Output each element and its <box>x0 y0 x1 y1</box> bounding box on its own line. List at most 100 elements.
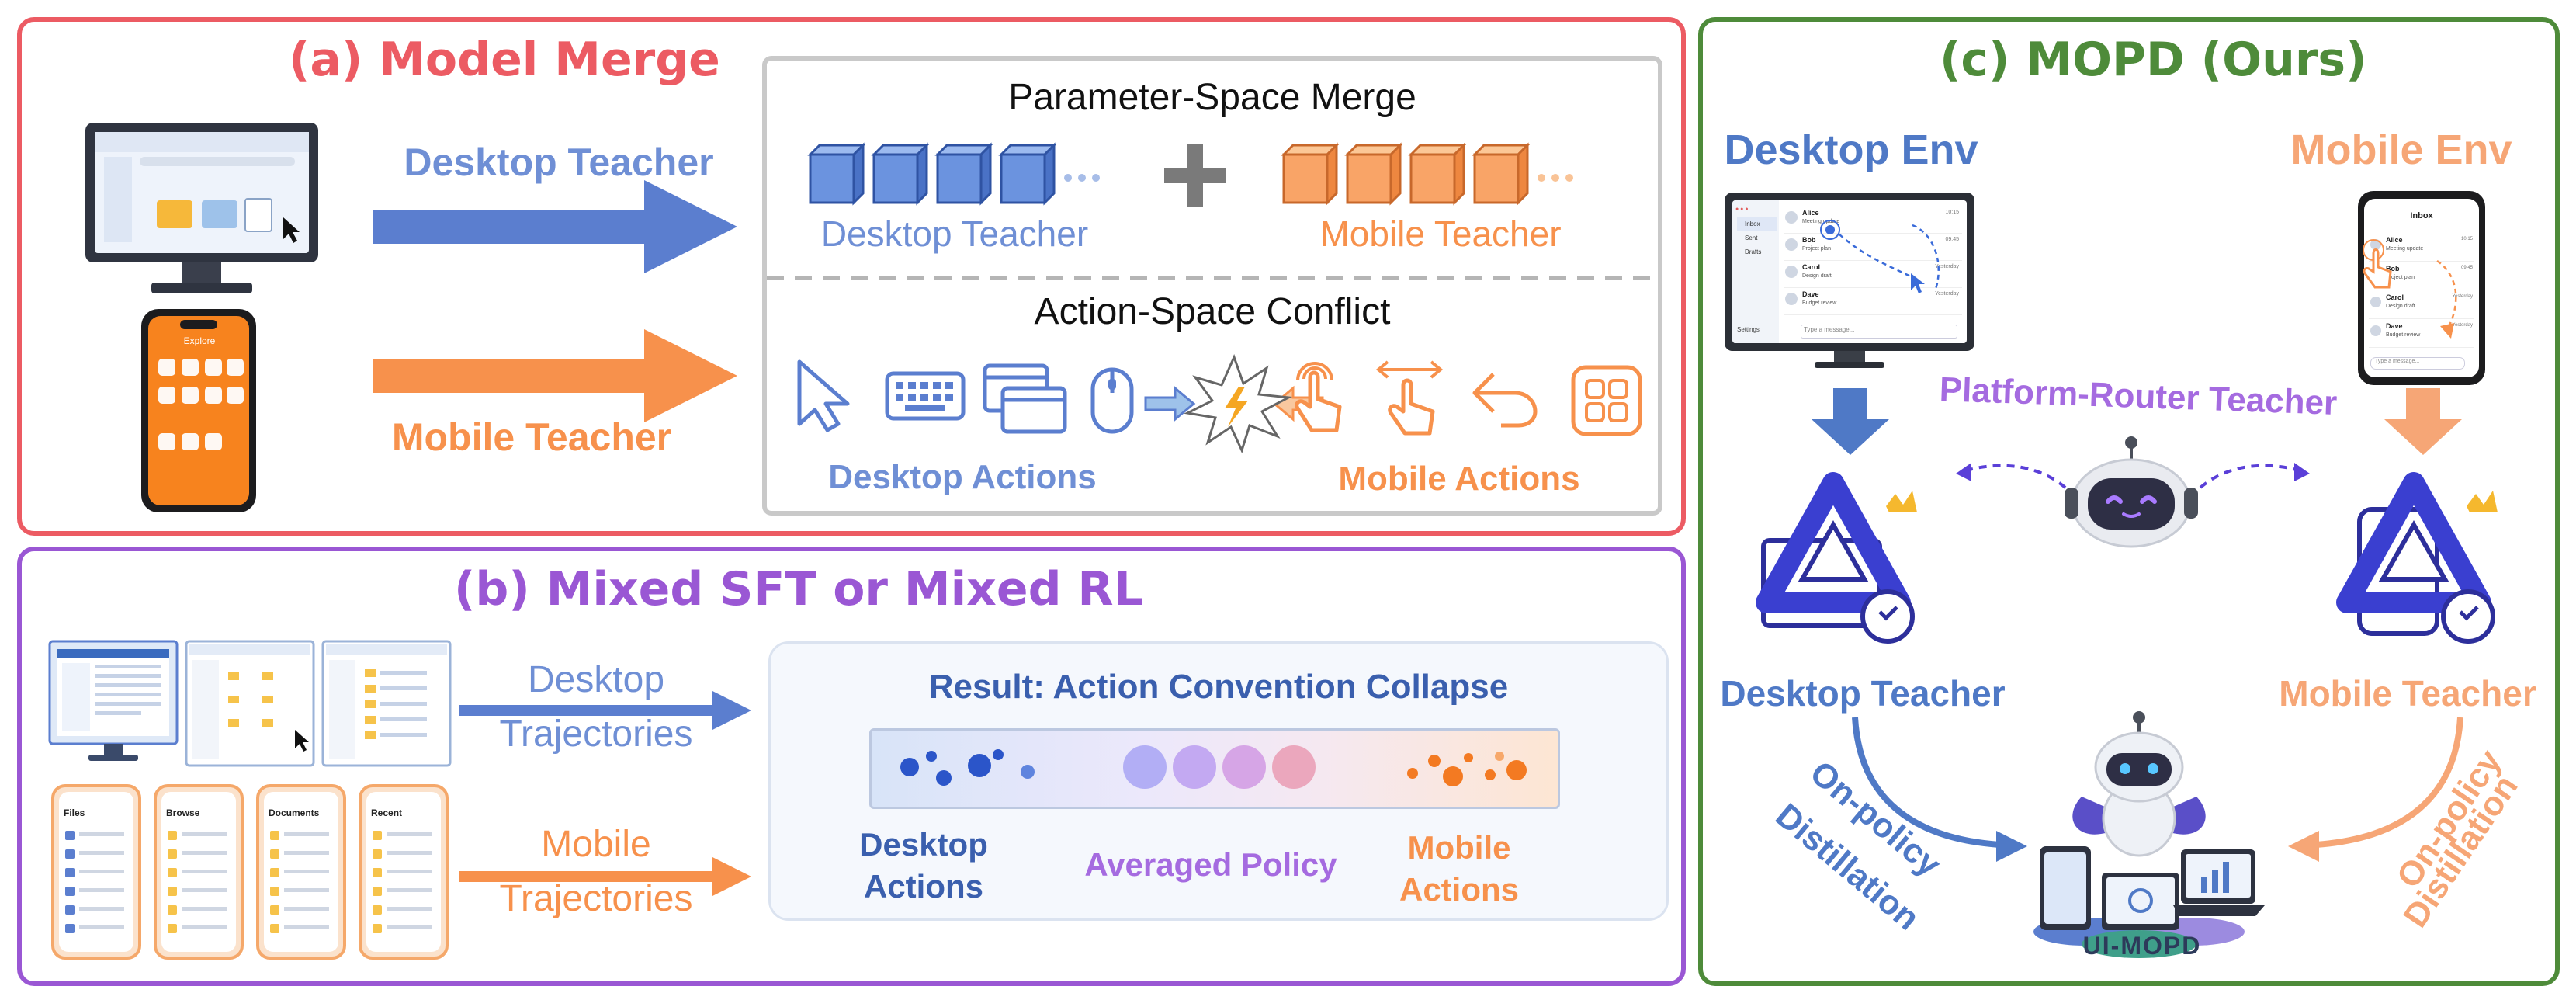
b-desktop-actions-2: Actions <box>863 868 983 905</box>
mail-time: 10:15 <box>1945 210 1959 215</box>
panel-b-title: (b) Mixed SFT or Mixed RL <box>454 562 1143 616</box>
param-desktop-teacher: Desktop Teacher <box>820 214 1089 254</box>
result-title: Result: Action Convention Collapse <box>928 668 1509 706</box>
desktop-traj-arrow <box>459 691 751 730</box>
mail-sender: Alice <box>1802 209 1819 217</box>
phone-screenshot: Browse <box>154 784 244 960</box>
mail-time: Yesterday <box>1935 291 1959 297</box>
desktop-mail-row[interactable]: Dave Budget review Yesterday <box>1784 288 1962 315</box>
desktop-traj-label-2: Trajectories <box>499 714 693 755</box>
cube-stack-orange <box>1281 142 1573 206</box>
desktop-mail-input[interactable]: Type a message... <box>1804 326 1855 333</box>
desktop-screenshot-3 <box>321 640 452 767</box>
desktop-actions-label: Desktop Actions <box>828 458 1097 496</box>
mail-subject: Meeting update <box>2386 246 2424 252</box>
mobile-arrow <box>373 329 737 422</box>
mouse-icon <box>1090 367 1134 434</box>
mobile-traj-arrow <box>459 857 751 896</box>
merge-box <box>762 56 1662 516</box>
mobile-mail-trace <box>2363 239 2457 339</box>
mail-sender: Alice <box>2386 236 2403 244</box>
mobile-mail-row[interactable]: Dave Budget review Yesterday <box>2369 319 2474 348</box>
c-mobile-teacher: Mobile Teacher <box>2279 673 2536 714</box>
desktop-mail-row[interactable]: Bob Project plan 09:45 <box>1784 234 1962 261</box>
mail-time: 09:45 <box>2460 266 2473 270</box>
c-desktop-teacher: Desktop Teacher <box>1720 673 2006 714</box>
phone-screenshot: Files <box>51 784 141 960</box>
cube <box>1281 142 1340 206</box>
desktop-mail-row[interactable]: Alice Meeting update 10:15 <box>1784 207 1962 234</box>
desktop-mail-nav-item[interactable]: Inbox <box>1737 217 1777 231</box>
mail-subject: Design draft <box>2386 304 2415 309</box>
mail-time: Yesterday <box>1935 264 1959 269</box>
mobile-actions-label: Mobile Actions <box>1338 460 1580 498</box>
mobile-mail-title: Inbox <box>2410 211 2433 220</box>
tap-icon <box>1295 362 1342 432</box>
desktop-monitor-icon <box>85 123 318 293</box>
phone-screen-title: Recent <box>371 807 403 818</box>
b-mobile-actions-1: Mobile <box>1407 829 1511 866</box>
mail-subject: Meeting update <box>1802 219 1840 224</box>
label-desktop-teacher: Desktop Teacher <box>404 141 714 184</box>
mail-time: Yesterday <box>2452 294 2473 299</box>
cube <box>871 142 930 206</box>
label-mobile-teacher: Mobile Teacher <box>391 415 672 459</box>
panel-model-merge <box>17 17 1686 536</box>
cube <box>1408 142 1467 206</box>
desktop-mail-row[interactable]: Carol Design draft Yesterday <box>1784 261 1962 288</box>
mobile-traj-label-1: Mobile <box>541 824 651 865</box>
desktop-teacher-logo <box>1756 472 1917 644</box>
desktop-screenshot-2 <box>185 640 315 767</box>
mobile-phone-icon <box>141 309 256 512</box>
mail-sender: Bob <box>2386 265 2400 273</box>
mail-sender: Bob <box>1802 236 1816 244</box>
mail-sender: Dave <box>1802 290 1819 298</box>
mobile-traj-label-2: Trajectories <box>499 878 693 919</box>
router-left-dashed-arrow <box>1956 463 2067 489</box>
cube <box>934 142 993 206</box>
desktop-mail-stand <box>1815 351 1884 368</box>
back-icon <box>1472 373 1538 428</box>
phone-screen-title: Files <box>64 807 85 818</box>
ui-mopd-robot-icon <box>2033 711 2265 958</box>
app-grid-icon <box>1571 365 1642 436</box>
mobile-env-label: Mobile Env <box>2290 127 2512 173</box>
desktop-arrow <box>373 180 737 273</box>
desktop-distill-arrow <box>1852 717 2027 862</box>
mobile-mail-screen: Inbox Alice Meeting update 10:15 Bob Pro… <box>2364 199 2479 377</box>
desktop-mail-trace <box>1820 220 1940 293</box>
action-space-title: Action-Space Conflict <box>1034 291 1391 332</box>
panel-c-title: (c) MOPD (Ours) <box>1940 33 2367 87</box>
b-desktop-actions-1: Desktop <box>859 826 988 863</box>
mobile-mail-row[interactable]: Carol Design draft Yesterday <box>2369 290 2474 319</box>
mail-subject: Project plan <box>2386 275 2415 280</box>
b-averaged-policy: Averaged Policy <box>1084 846 1337 883</box>
keyboard-icon <box>885 371 966 421</box>
mobile-mail-input[interactable]: Type a message... <box>2375 359 2420 364</box>
desktop-mail-nav-item[interactable]: Sent <box>1745 234 1758 241</box>
cube <box>998 142 1057 206</box>
router-robot-icon <box>2065 436 2198 548</box>
cube <box>1472 142 1531 206</box>
dashed-divider <box>767 276 1658 280</box>
plus-icon <box>1164 144 1226 207</box>
desktop-screenshot-1 <box>48 640 179 761</box>
mail-time: 10:15 <box>2460 237 2473 241</box>
desktop-mail-nav-item[interactable]: Drafts <box>1745 248 1762 255</box>
router-right-dashed-arrow <box>2199 463 2310 489</box>
desktop-mail-settings[interactable]: Settings <box>1737 326 1760 333</box>
mail-subject: Budget review <box>2386 332 2421 338</box>
param-mobile-teacher: Mobile Teacher <box>1319 214 1562 254</box>
panel-mopd <box>1698 17 2560 986</box>
mobile-down-arrow <box>2384 388 2462 455</box>
desktop-down-arrow <box>1812 388 1889 455</box>
ui-mopd-product-name: UI-MOPD <box>2082 932 2202 960</box>
panel-a-title: (a) Model Merge <box>289 33 720 87</box>
mail-time: 09:45 <box>1945 237 1959 242</box>
phone-screen-title: Browse <box>166 807 200 818</box>
mail-sender: Carol <box>2386 293 2404 301</box>
cube <box>1344 142 1403 206</box>
phone-screen-title: Documents <box>269 807 320 818</box>
mail-sender: Carol <box>1802 263 1821 271</box>
